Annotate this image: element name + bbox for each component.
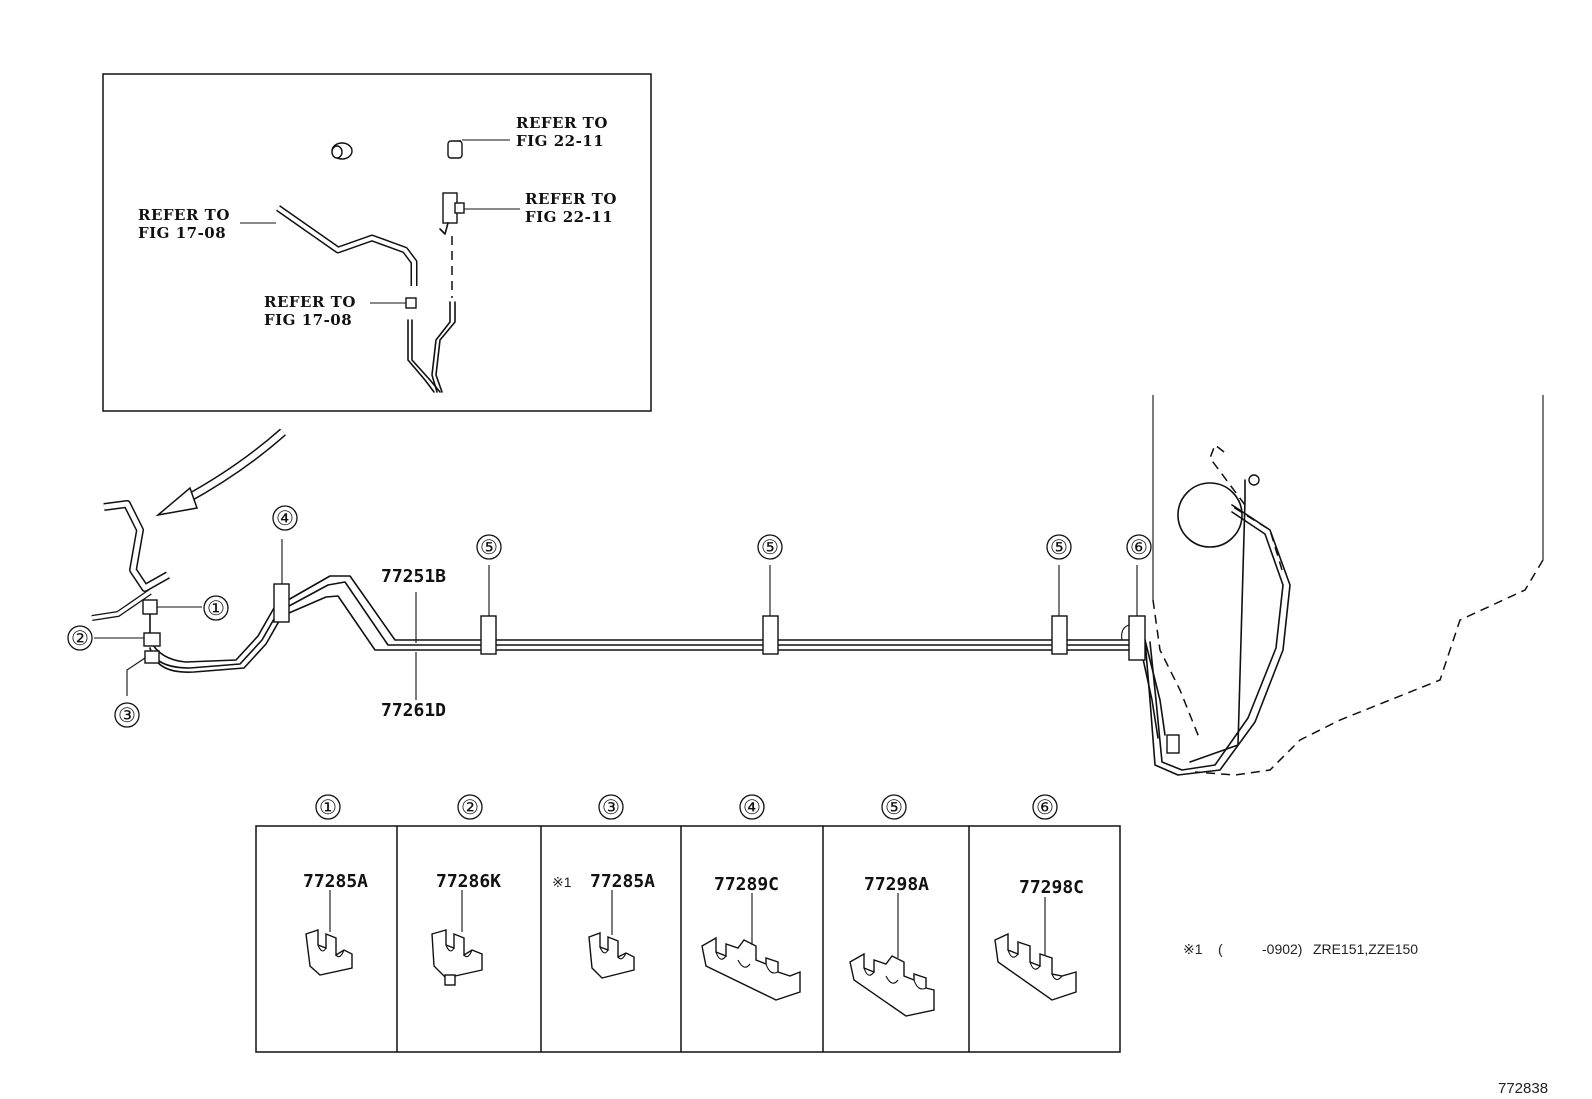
- clip-4-drawing: [701, 893, 801, 1001]
- svg-text:FIG 22-11: FIG 22-11: [525, 208, 613, 226]
- inset-detail: REFER TO FIG 22-11 REFER TO FIG 22-11 RE…: [102, 73, 652, 412]
- detail-arrow: [155, 428, 286, 517]
- refer-label-3: REFER TO FIG 17-08: [138, 206, 230, 242]
- svg-text:③: ③: [602, 795, 620, 819]
- table-mark-3: ※1: [552, 874, 572, 890]
- svg-text:REFER TO: REFER TO: [516, 114, 608, 132]
- svg-text:①: ①: [207, 596, 225, 620]
- table-col-4-header: ④: [739, 794, 765, 820]
- svg-text:(: (: [1218, 941, 1223, 957]
- svg-text:FIG 22-11: FIG 22-11: [516, 132, 604, 150]
- clip-6-body: [1128, 615, 1146, 661]
- clip-5a-body: [480, 615, 497, 655]
- clip-2-body: [143, 632, 161, 647]
- svg-text:①: ①: [319, 795, 337, 819]
- svg-text:REFER TO: REFER TO: [264, 293, 356, 311]
- svg-text:ZRE151,ZZE150: ZRE151,ZZE150: [1313, 941, 1418, 957]
- clip-5c-body: [1051, 615, 1068, 655]
- svg-text:FIG 17-08: FIG 17-08: [138, 224, 226, 242]
- pipe-part-lower: 77261D: [381, 700, 446, 721]
- table-col-2-header: ②: [457, 794, 483, 820]
- clip-table: ① ② ③ ④ ⑤ ⑥ 77285A 77286K ※1 77285A 7728…: [255, 794, 1121, 1053]
- svg-text:⑥: ⑥: [1036, 795, 1054, 819]
- table-part-4: 77289C: [714, 874, 779, 895]
- table-part-5: 77298A: [864, 874, 929, 895]
- svg-text:FIG 17-08: FIG 17-08: [264, 311, 352, 329]
- pipe-part-upper: 77251B: [381, 566, 446, 587]
- svg-text:③: ③: [118, 703, 136, 727]
- callout-6: ⑥: [1126, 534, 1152, 560]
- clip-4-body: [273, 583, 290, 623]
- table-col-3-header: ③: [598, 794, 624, 820]
- clip-2-drawing: [431, 890, 483, 986]
- callout-5b: ⑤: [757, 534, 783, 560]
- clip-3-body: [144, 650, 160, 664]
- clip-3-drawing: [588, 890, 635, 979]
- svg-text:⑤: ⑤: [480, 535, 498, 559]
- callout-2: ②: [67, 625, 93, 651]
- svg-text:②: ②: [461, 795, 479, 819]
- svg-text:④: ④: [743, 795, 761, 819]
- refer-label-4: REFER TO FIG 17-08: [264, 293, 356, 329]
- svg-text:⑤: ⑤: [761, 535, 779, 559]
- callout-5c: ⑤: [1046, 534, 1072, 560]
- clip-1-body: [142, 599, 158, 615]
- clip-6-drawing: [994, 897, 1077, 1001]
- svg-text:REFER TO: REFER TO: [525, 190, 617, 208]
- table-part-6: 77298C: [1019, 877, 1084, 898]
- figure-number: 772838: [1498, 1080, 1548, 1097]
- refer-label-2: REFER TO FIG 22-11: [525, 190, 617, 226]
- svg-text:⑤: ⑤: [1050, 535, 1068, 559]
- svg-text:⑤: ⑤: [885, 795, 903, 819]
- callout-5a: ⑤: [476, 534, 502, 560]
- table-part-2: 77286K: [436, 871, 501, 892]
- clip-5b-body: [762, 615, 779, 655]
- fuel-pipes: [91, 395, 1544, 776]
- refer-label-1: REFER TO FIG 22-11: [516, 114, 608, 150]
- clip-5-drawing: [849, 893, 935, 1017]
- table-col-5-header: ⑤: [881, 794, 907, 820]
- svg-text:⑥: ⑥: [1130, 535, 1148, 559]
- svg-text:REFER TO: REFER TO: [138, 206, 230, 224]
- svg-text:-0902): -0902): [1262, 941, 1302, 957]
- callout-1: ①: [203, 595, 229, 621]
- table-part-3: 77285A: [590, 871, 655, 892]
- svg-text:※1: ※1: [1183, 941, 1203, 957]
- svg-text:②: ②: [71, 626, 89, 650]
- table-col-6-header: ⑥: [1032, 794, 1058, 820]
- table-part-1: 77285A: [303, 871, 368, 892]
- callout-4: ④: [272, 505, 298, 531]
- table-col-1-header: ①: [315, 794, 341, 820]
- clip-1-drawing: [305, 890, 353, 976]
- svg-text:④: ④: [276, 506, 294, 530]
- footnote: ※1 ( -0902) ZRE151,ZZE150: [1183, 941, 1418, 957]
- callout-3: ③: [114, 702, 140, 728]
